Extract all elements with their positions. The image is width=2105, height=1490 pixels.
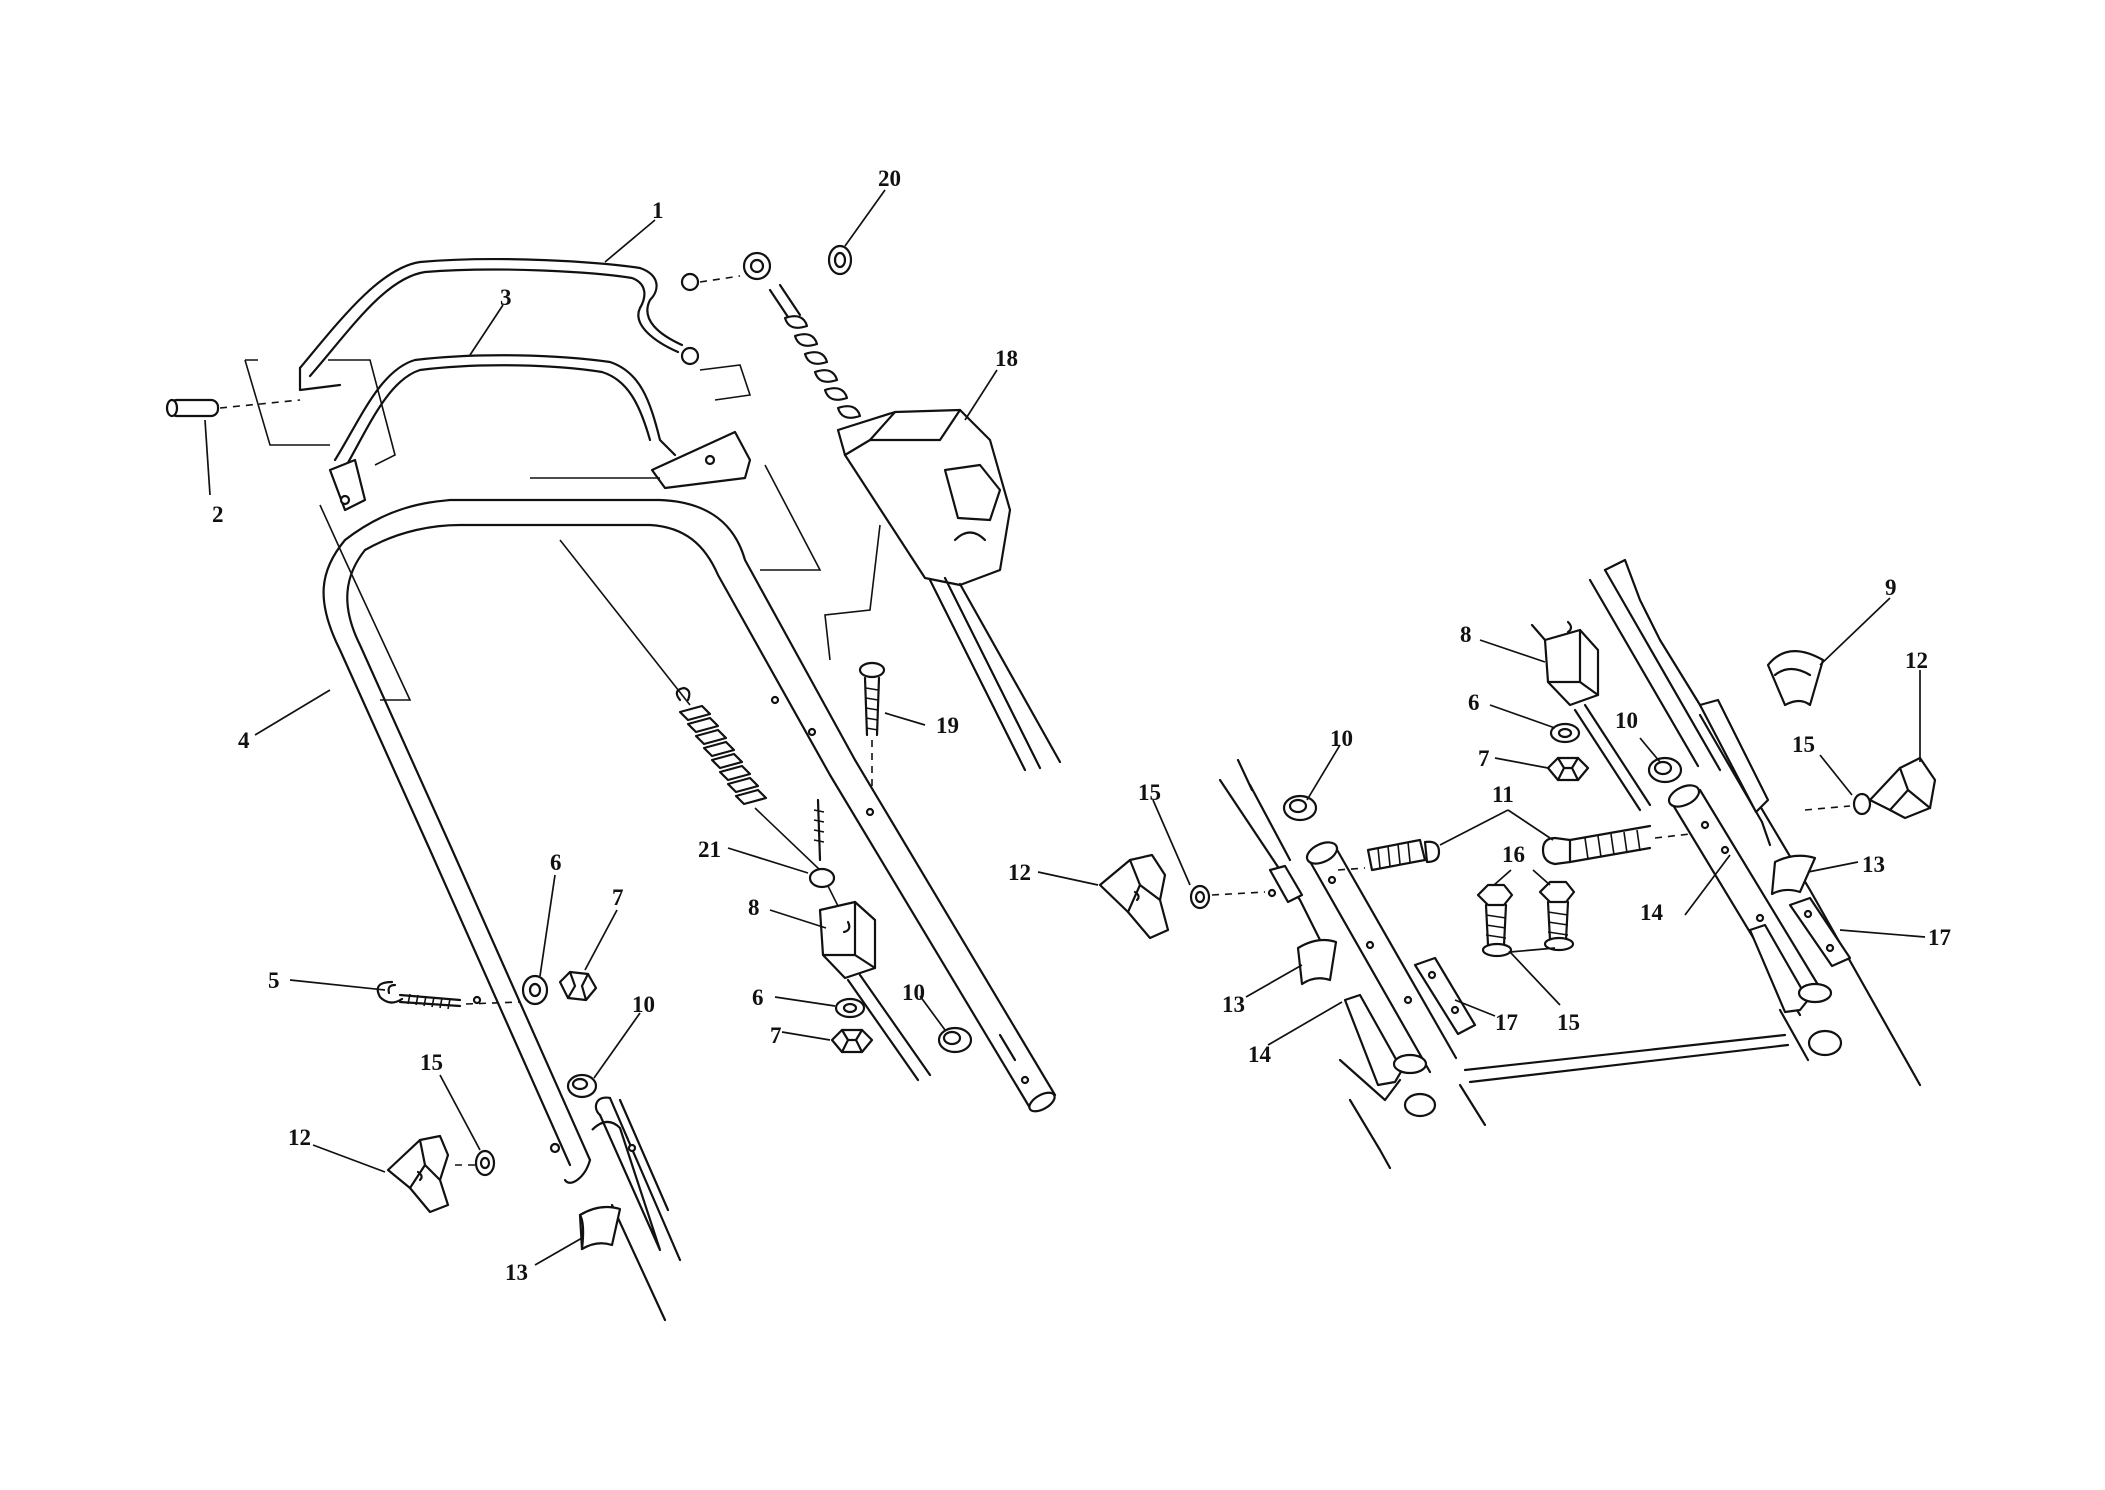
part-10-bushing	[1647, 756, 1683, 784]
callout-14: 14	[1640, 900, 1664, 925]
part-13-clamp-shell	[578, 1205, 622, 1251]
part-17-bracket	[1788, 896, 1852, 968]
callout-15: 15	[1138, 780, 1161, 805]
assembly-line	[319, 504, 412, 701]
assembly-line	[760, 464, 822, 571]
part-5-eye-bolt	[376, 980, 521, 1010]
part-9-clip	[1766, 650, 1825, 707]
part-6-washer	[834, 997, 866, 1019]
assembly-line	[244, 359, 330, 446]
part-10-bushing	[937, 1026, 973, 1054]
part-16-bolt	[1476, 883, 1514, 958]
frame-slot	[1698, 698, 1770, 814]
callout-6: 6	[752, 985, 764, 1010]
callout-8: 8	[748, 895, 760, 920]
callout-18: 18	[995, 346, 1018, 371]
part-12-knob	[386, 1134, 450, 1214]
part-18-control-box	[768, 283, 1062, 772]
part-7-nut	[1546, 756, 1590, 782]
callout-5: 5	[268, 968, 280, 993]
part-7-nut	[558, 970, 598, 1002]
assembly-line	[824, 524, 881, 661]
part-20-washer	[827, 244, 853, 276]
callout-10: 10	[632, 992, 655, 1017]
callout-7: 7	[612, 885, 624, 910]
part-11-bolt	[1541, 824, 1691, 866]
part-19-screw	[858, 661, 886, 790]
part-6-washer	[1549, 722, 1581, 744]
callout-10: 10	[1330, 726, 1353, 751]
lower-handle-left	[563, 1096, 682, 1322]
callout-17: 17	[1928, 925, 1951, 950]
callout-4: 4	[238, 728, 250, 753]
part-10-bushing	[1282, 794, 1318, 822]
cable-end-fitting	[742, 251, 772, 281]
part-8-clamp-block	[818, 900, 932, 1082]
callout-20: 20	[878, 166, 901, 191]
part-15-washer	[1189, 884, 1266, 910]
part-3-lower-bail	[328, 354, 752, 512]
callout-10: 10	[902, 980, 925, 1005]
part-12-knob	[1098, 853, 1170, 940]
part-13-clamp-shell	[1296, 938, 1338, 986]
callout-13: 13	[1862, 852, 1885, 877]
callout-3: 3	[500, 285, 512, 310]
tube-hole	[1267, 888, 1277, 898]
part-12-knob	[1804, 756, 1937, 820]
callout-12: 12	[1905, 648, 1928, 673]
assembly-line	[328, 359, 396, 466]
callout-10: 10	[1615, 708, 1638, 733]
callout-7: 7	[1478, 746, 1490, 771]
callouts: 1 2 3 4 5 6 7 10 12 15 13 20 18 19 21 8 …	[212, 166, 1951, 1285]
callout-17: 17	[1495, 1010, 1518, 1035]
part-13-clamp-shell	[1770, 854, 1817, 896]
callout-15: 15	[420, 1050, 443, 1075]
callout-13: 13	[1222, 992, 1245, 1017]
part-14-tube	[1305, 841, 1458, 1087]
callout-21: 21	[698, 837, 721, 862]
part-10-bushing	[566, 1073, 598, 1099]
part-10-bushing-lower	[1403, 1092, 1437, 1118]
part-8-clamp-block	[1530, 620, 1652, 812]
callout-9: 9	[1885, 575, 1897, 600]
part-17-bracket	[1413, 956, 1477, 1036]
callout-15: 15	[1792, 732, 1815, 757]
callout-19: 19	[936, 713, 959, 738]
part-15-washer	[1852, 792, 1872, 816]
part-7-nut	[830, 1028, 874, 1054]
part-6-washer	[521, 974, 549, 1006]
handle-hole	[472, 995, 482, 1005]
callout-8: 8	[1460, 622, 1472, 647]
callout-15: 15	[1557, 1010, 1580, 1035]
part-2-pin	[165, 398, 301, 418]
callout-2: 2	[212, 502, 224, 527]
part-16-bolt	[1538, 880, 1576, 952]
callout-7: 7	[770, 1023, 782, 1048]
callout-6: 6	[550, 850, 562, 875]
callout-14: 14	[1248, 1042, 1272, 1067]
callout-1: 1	[652, 198, 664, 223]
part-21-pin	[808, 798, 836, 889]
callout-13: 13	[505, 1260, 528, 1285]
tube-slot	[1268, 864, 1304, 904]
dashed-alignment	[699, 275, 741, 283]
callout-11: 11	[1492, 782, 1514, 807]
part-4-main-handle	[322, 498, 1057, 1167]
part-1-control-bail	[298, 258, 700, 392]
callout-6: 6	[1468, 690, 1480, 715]
leader-lines	[204, 189, 1926, 1266]
callout-12: 12	[288, 1125, 311, 1150]
assembly-line	[699, 364, 752, 401]
tension-spring	[559, 539, 841, 911]
callout-16: 16	[1502, 842, 1525, 867]
part-10-bushing-lower	[1807, 1029, 1843, 1057]
part-11-bolt	[1337, 838, 1441, 872]
part-14-tube	[1667, 784, 1833, 1017]
frame-rail	[1698, 713, 1772, 847]
part-15-washer	[455, 1149, 496, 1177]
callout-12: 12	[1008, 860, 1031, 885]
